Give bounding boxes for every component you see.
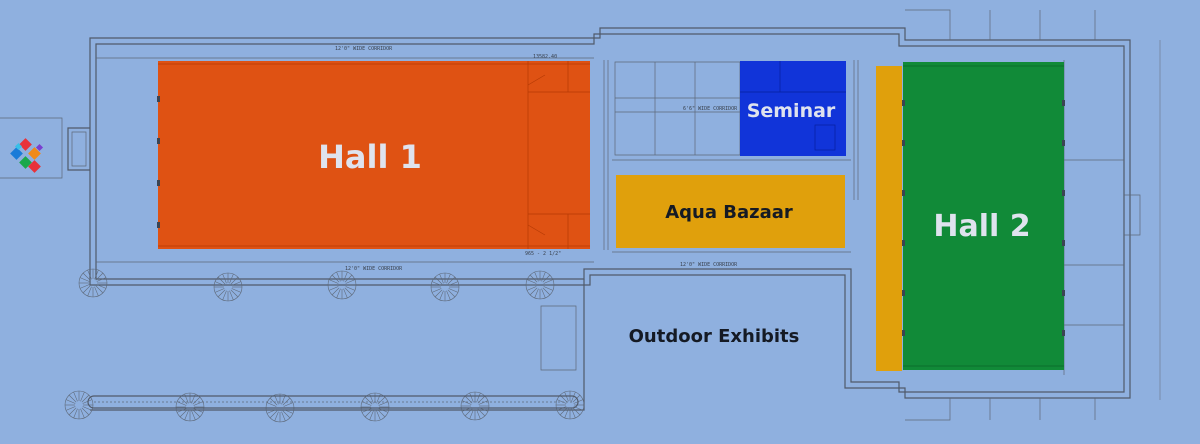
tree-icon [265, 393, 295, 423]
tree-icon [64, 390, 94, 420]
dimension-top: 13582.40 [533, 54, 557, 60]
hall1-label: Hall 1 [318, 138, 422, 176]
outdoor-exhibits-label: Outdoor Exhibits [629, 326, 800, 347]
seminar-label: Seminar [747, 100, 836, 122]
dimension-bottom: 965 - 2 1/2" [525, 251, 561, 257]
tree-icon [327, 270, 357, 300]
hall2-zone[interactable] [903, 62, 1064, 370]
hall1-zone[interactable] [158, 61, 590, 249]
tree-icon [430, 272, 460, 302]
tree-icon [213, 272, 243, 302]
hall2-grid [903, 65, 1064, 367]
seminar-zone[interactable] [740, 61, 846, 156]
bottom-corridor-label-left: 12'0" WIDE CORRIDOR [345, 266, 403, 272]
connector-zone [876, 66, 902, 371]
aqua-bazaar-zone[interactable] [616, 175, 845, 248]
structural-columns [157, 96, 1065, 336]
hall1-grid [158, 61, 590, 249]
tree-icon [175, 392, 205, 422]
building-walls [0, 9, 1161, 421]
tree-icon [360, 392, 390, 422]
top-corridor-label: 12'0" WIDE CORRIDOR [335, 46, 393, 52]
tree-icon [555, 390, 585, 420]
tree-icon [525, 270, 555, 300]
walkway [87, 395, 579, 409]
seminar-grid [740, 61, 846, 151]
hall2-label: Hall 2 [933, 209, 1030, 244]
diamond-pixel-logo-icon [10, 138, 44, 173]
seminar-corridor-label: 6'6" WIDE CORRIDOR [683, 106, 738, 112]
bottom-corridor-label-right: 12'0" WIDE CORRIDOR [680, 262, 738, 268]
tree-icon-group [64, 268, 585, 423]
tree-icon [78, 268, 108, 298]
aqua-bazaar-label: Aqua Bazaar [665, 202, 793, 223]
tree-icon [460, 391, 490, 421]
